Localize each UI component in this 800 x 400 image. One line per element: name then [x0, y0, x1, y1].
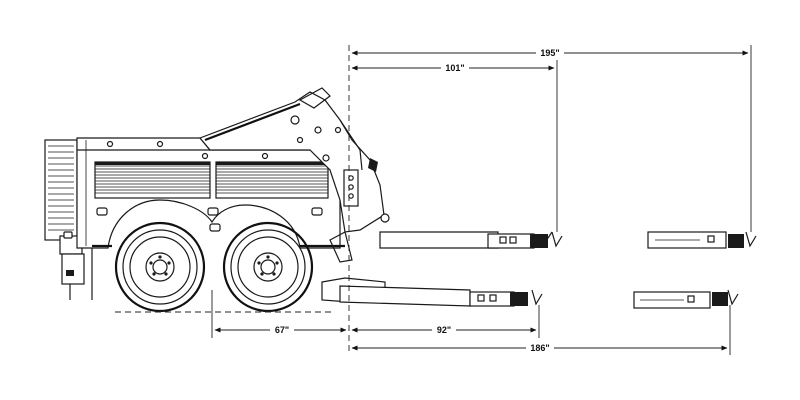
dimension-92: 92" [351, 324, 537, 336]
compartment-door-left [94, 161, 211, 199]
underlift-lower-far [633, 289, 739, 309]
compartment-door-right [215, 161, 329, 199]
dimension-101: 101" [351, 62, 555, 74]
wrecker-boom [199, 87, 390, 263]
underlift-upper-far [647, 231, 757, 249]
dimension-label-92: 92" [437, 325, 451, 335]
underlift-lower-retracted [321, 277, 543, 307]
dimension-67: 67" [214, 324, 347, 336]
dimension-186: 186" [351, 342, 728, 354]
truck-body [44, 137, 345, 300]
dimension-label-67: 67" [275, 325, 289, 335]
dimension-195: 195" [351, 47, 749, 59]
underlift-upper-extended [379, 231, 563, 249]
dimension-label-101: 101" [445, 63, 464, 73]
rear-light-column [44, 139, 93, 300]
rear-wheel-1 [114, 221, 206, 313]
rear-wheel-2 [222, 221, 314, 313]
dimension-label-195: 195" [540, 48, 559, 58]
dimension-label-186: 186" [530, 343, 549, 353]
